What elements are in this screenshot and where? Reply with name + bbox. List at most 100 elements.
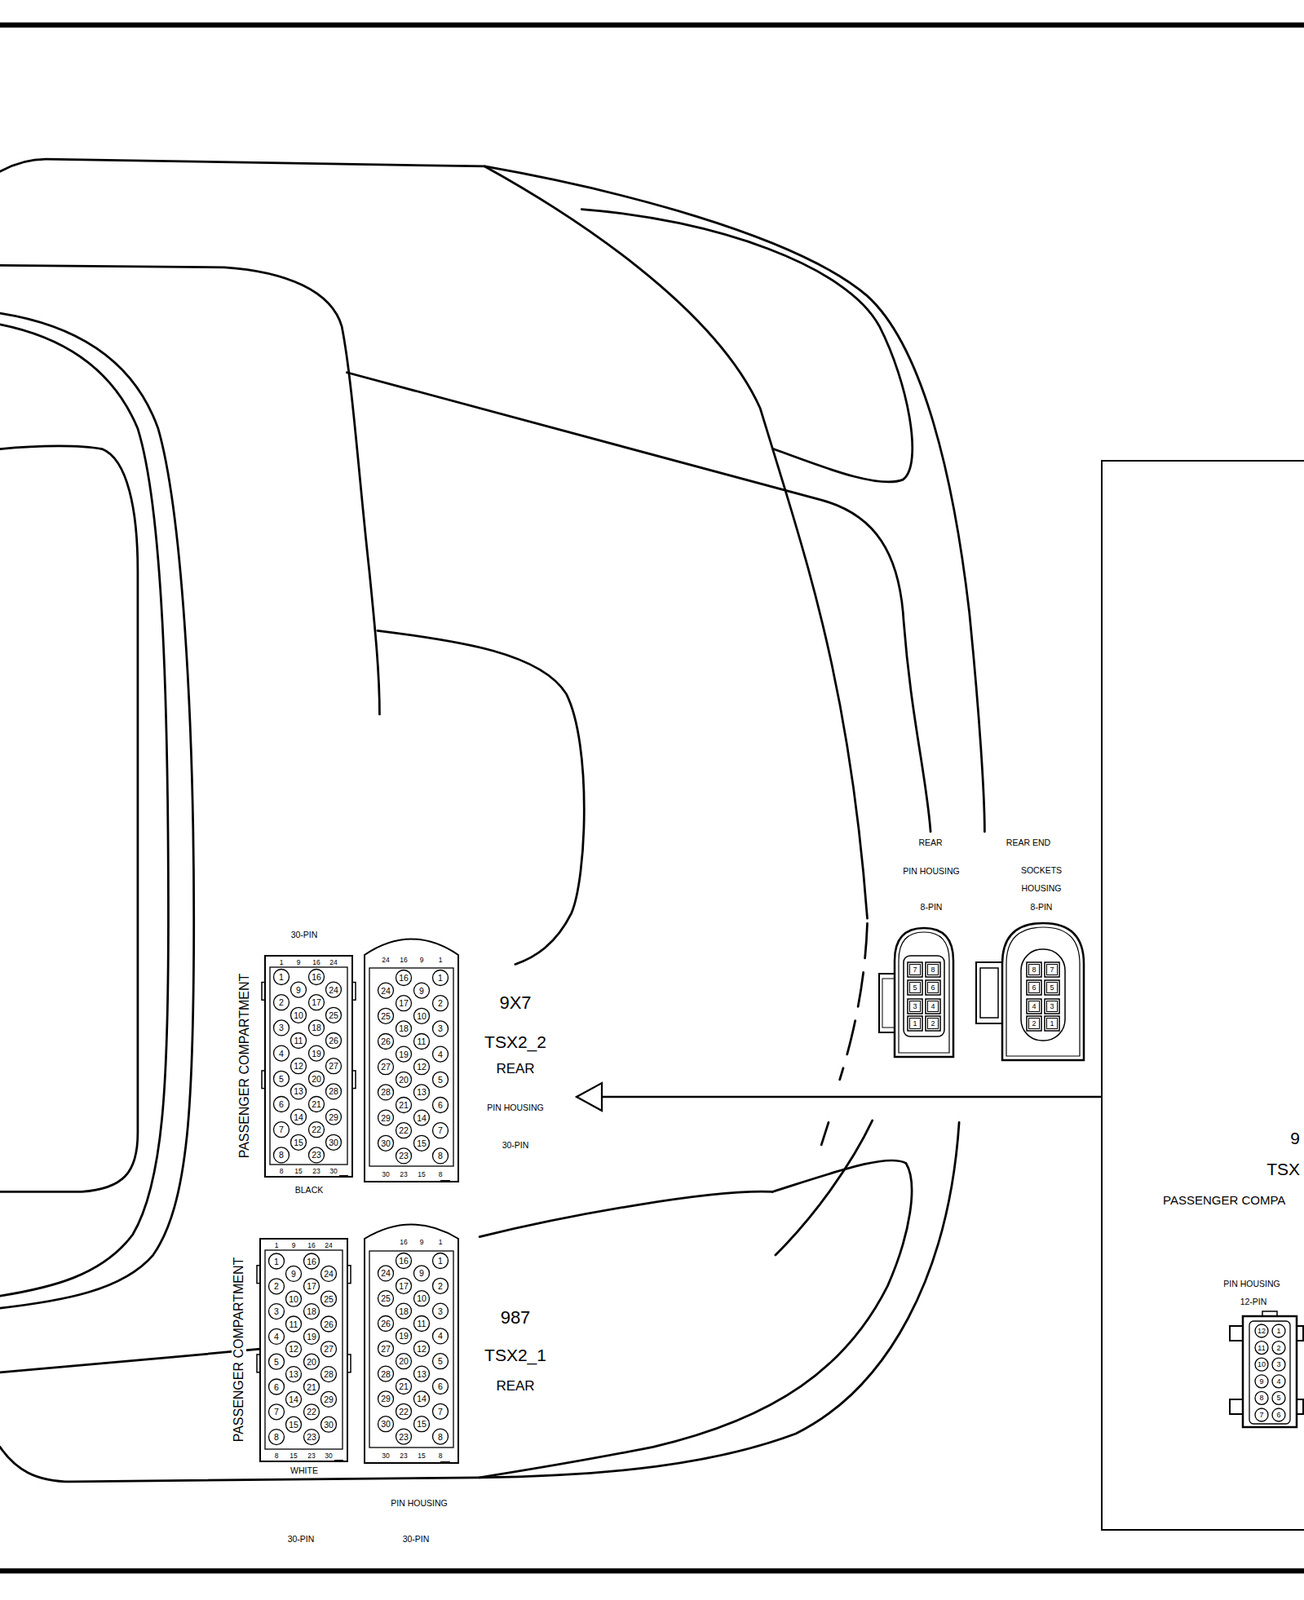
- pin-circle: [274, 1020, 290, 1036]
- pin-circle: [286, 1416, 302, 1433]
- pin-circle: [378, 1340, 394, 1357]
- housing-body: [265, 955, 353, 1177]
- pin-number: 6: [437, 1382, 443, 1392]
- pin-circle: [304, 1328, 320, 1344]
- connector-label: 16: [312, 958, 320, 966]
- pin-cell: [1029, 1018, 1040, 1030]
- trunk-outline: [346, 372, 931, 832]
- pin-number: 6: [1031, 984, 1036, 992]
- housing-body: [1002, 923, 1084, 1061]
- pin-number: 19: [398, 1331, 409, 1341]
- pin-circle: [396, 1403, 412, 1419]
- pin-circle: [304, 1429, 320, 1446]
- pin-number: 28: [380, 1369, 391, 1379]
- pin-number: 27: [380, 1062, 391, 1072]
- pin-number: 23: [398, 1151, 409, 1161]
- housing-outline: [364, 939, 459, 1184]
- pin-circle: [433, 1097, 449, 1114]
- pin-number: 24: [380, 1268, 391, 1278]
- frame-rule: [0, 22, 1304, 28]
- pin-circle: [1272, 1324, 1286, 1338]
- pin-cell: [910, 982, 921, 994]
- callout-label: BLACK: [293, 1184, 325, 1196]
- pin-number: 8: [1031, 966, 1036, 974]
- pin-circle: [309, 1070, 325, 1087]
- pin-circle: [414, 982, 430, 999]
- pin-number: 18: [306, 1307, 317, 1317]
- pin-circle: [309, 994, 325, 1011]
- pin-number: 24: [323, 1269, 334, 1279]
- pin-number: 3: [1276, 1361, 1281, 1369]
- housing-key: [334, 1459, 344, 1463]
- pin-circle: [414, 1135, 430, 1151]
- pin-circle: [269, 1253, 285, 1269]
- pin-circle: [433, 1253, 449, 1269]
- connector-label: 9: [296, 958, 301, 966]
- connector-label: 30: [329, 1167, 337, 1176]
- pin-circle: [414, 1340, 430, 1357]
- car-outline: [0, 159, 985, 832]
- connector-label: 1: [438, 956, 443, 964]
- callout-label: WHITE: [288, 1465, 320, 1477]
- pin-number: 18: [398, 1306, 409, 1316]
- pin-number: 14: [416, 1113, 427, 1123]
- pin-circle: [414, 1416, 430, 1433]
- connector-label: 30: [381, 1452, 389, 1460]
- pin-number: 20: [398, 1357, 409, 1366]
- pin-number: 9: [419, 1268, 425, 1278]
- connector-label: 23: [312, 1167, 320, 1176]
- arrow-connector: [576, 1096, 1101, 1099]
- pin-circle: [291, 1083, 307, 1100]
- pin-circle: [1272, 1374, 1286, 1388]
- connector-label: 23: [399, 1171, 407, 1179]
- pin-circle: [269, 1304, 285, 1320]
- pin-circle: [1255, 1341, 1269, 1355]
- pin-circle: [396, 1428, 412, 1445]
- pin-circle: [304, 1379, 320, 1395]
- connector-label: 15: [294, 1167, 302, 1176]
- car-outline: [0, 313, 195, 1309]
- pin-circle: [321, 1416, 337, 1433]
- pin-number: 2: [1031, 1020, 1036, 1028]
- pin-number: 22: [311, 1125, 322, 1135]
- housing-inner: [1006, 927, 1080, 1057]
- pin-cell: [1044, 998, 1060, 1014]
- connector-label: TSX2_2: [484, 1033, 547, 1051]
- pin-number: 4: [278, 1048, 284, 1058]
- pin-cell: [907, 1016, 923, 1031]
- connector-label: 16: [307, 1241, 315, 1249]
- housing-body: [260, 1238, 348, 1462]
- pin-circle: [396, 1353, 412, 1370]
- pin-cavities: [1255, 1324, 1286, 1422]
- callout-label: REAR: [916, 837, 944, 849]
- pin-cell: [907, 998, 923, 1014]
- pin-number: 27: [328, 1061, 339, 1071]
- connector-label: 9X7: [499, 994, 531, 1013]
- housing-inner: [903, 955, 945, 1037]
- pin-cell: [910, 964, 921, 976]
- pin-number: 24: [328, 985, 339, 995]
- pin-number: 3: [274, 1307, 279, 1317]
- pin-number: 15: [288, 1419, 299, 1429]
- pin-circle: [396, 1148, 412, 1164]
- pin-cell: [910, 1018, 921, 1030]
- housing-key: [440, 1180, 451, 1183]
- pin-number: 8: [930, 966, 935, 974]
- housing-outline: [256, 1238, 351, 1463]
- tail-light-outline: [581, 209, 913, 482]
- pin-circle: [396, 970, 412, 986]
- pin-circle: [291, 981, 307, 998]
- connector-label: 9: [1290, 1129, 1300, 1147]
- pin-circle: [1272, 1341, 1286, 1355]
- pin-number: 15: [293, 1138, 304, 1148]
- pin-circle: [321, 1366, 337, 1383]
- housing-drawing: [976, 921, 1085, 1065]
- pin-cell: [1044, 962, 1060, 977]
- connector-label: PASSENGER COMPA: [1162, 1193, 1286, 1207]
- connector-housing: 1234567891011121314151617181920212223242…: [265, 955, 353, 1177]
- pin-number: 6: [278, 1100, 284, 1110]
- pin-circle: [433, 1046, 449, 1062]
- pin-number: 12: [293, 1061, 304, 1071]
- pin-cell: [1044, 1016, 1060, 1031]
- pin-number: 28: [380, 1087, 391, 1097]
